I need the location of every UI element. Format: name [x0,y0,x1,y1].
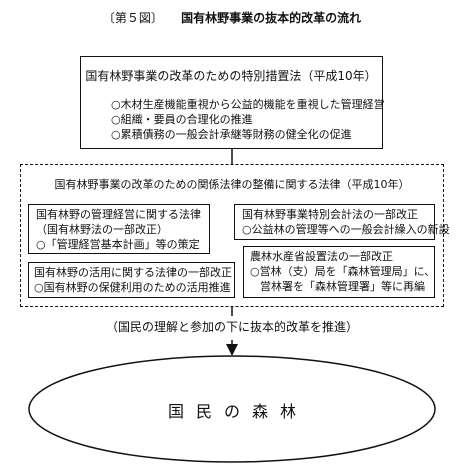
law-box-management: 国有林野の管理経営に関する法律 （国有林野法の一部改正） ○「管理経営基本計画」… [28,204,210,254]
law-box-utilization-title: 国有林野の活用に関する法律の一部改正 [34,266,232,279]
point-item: ○累積債務の一般会計承継等財務の健全化の促進 [111,128,352,141]
law-box-management-sub: （国有林野法の一部改正） [36,223,168,236]
point-item: ○組織・要員の合理化の推進 [111,113,253,126]
figure-label: 〔第５図〕 [102,11,163,25]
forest-label: 国民の森林 [0,398,464,422]
law-box-special-account-item: ○公益林の管理等への一般会計繰入の新設 [242,223,450,236]
law-box-ministry: 農林水産省設置法の一部改正 ○営林（支）局を「森林管理局」に、 営林署を「森林管… [243,246,435,298]
special-measures-year: （平成10年） [301,69,377,83]
law-box-ministry-line2: 営林署を「森林管理署」等に再編 [260,280,425,293]
point-item: ○木材生産機能重視から公益的機能を重視した管理経営 [111,98,385,111]
law-box-ministry-line1: ○営林（支）局を「森林管理局」に、 [250,265,436,278]
law-box-management-title: 国有林野の管理経営に関する法律 [36,208,201,221]
law-box-ministry-title: 農林水産省設置法の一部改正 [250,250,393,263]
figure-title-text: 国有林野事業の抜本的改革の流れ [181,11,362,25]
related-laws-year: （平成10年） [340,178,410,191]
law-box-management-item: ○「管理経営基本計画」等の策定 [36,238,200,251]
related-laws-title: 国有林野事業の改革のための関係法律の整備に関する法律（平成10年） [21,177,443,192]
special-measures-box: 国有林野事業の改革のための特別措置法（平成10年） ○木材生産機能重視から公益的… [80,56,385,149]
special-measures-title: 国有林野事業の改革のための特別措置法（平成10年） [81,68,381,84]
special-measures-points: ○木材生産機能重視から公益的機能を重視した管理経営 ○組織・要員の合理化の推進 … [111,97,385,142]
forest-label-text: 国民の森林 [167,402,308,421]
related-laws-title-text: 国有林野事業の改革のための関係法律の整備に関する法律 [54,178,341,191]
related-laws-container: 国有林野事業の改革のための関係法律の整備に関する法律（平成10年） [20,164,444,307]
law-box-special-account-title: 国有林野事業特別会計法の一部改正 [242,208,418,221]
promotion-note: （国民の理解と参加の下に抜本的改革を推進） [105,320,358,334]
forest-ellipse [28,355,436,463]
law-box-utilization-item: ○国有林野の保健利用のための活用推進 [34,281,231,294]
special-measures-title-text: 国有林野事業の改革のための特別措置法 [85,69,302,83]
law-box-utilization: 国有林野の活用に関する法律の一部改正 ○国有林野の保健利用のための活用推進 [28,262,235,298]
figure-title: 〔第５図〕 国有林野事業の抜本的改革の流れ [0,9,464,26]
law-box-special-account: 国有林野事業特別会計法の一部改正 ○公益林の管理等への一般会計繰入の新設 [234,204,450,240]
